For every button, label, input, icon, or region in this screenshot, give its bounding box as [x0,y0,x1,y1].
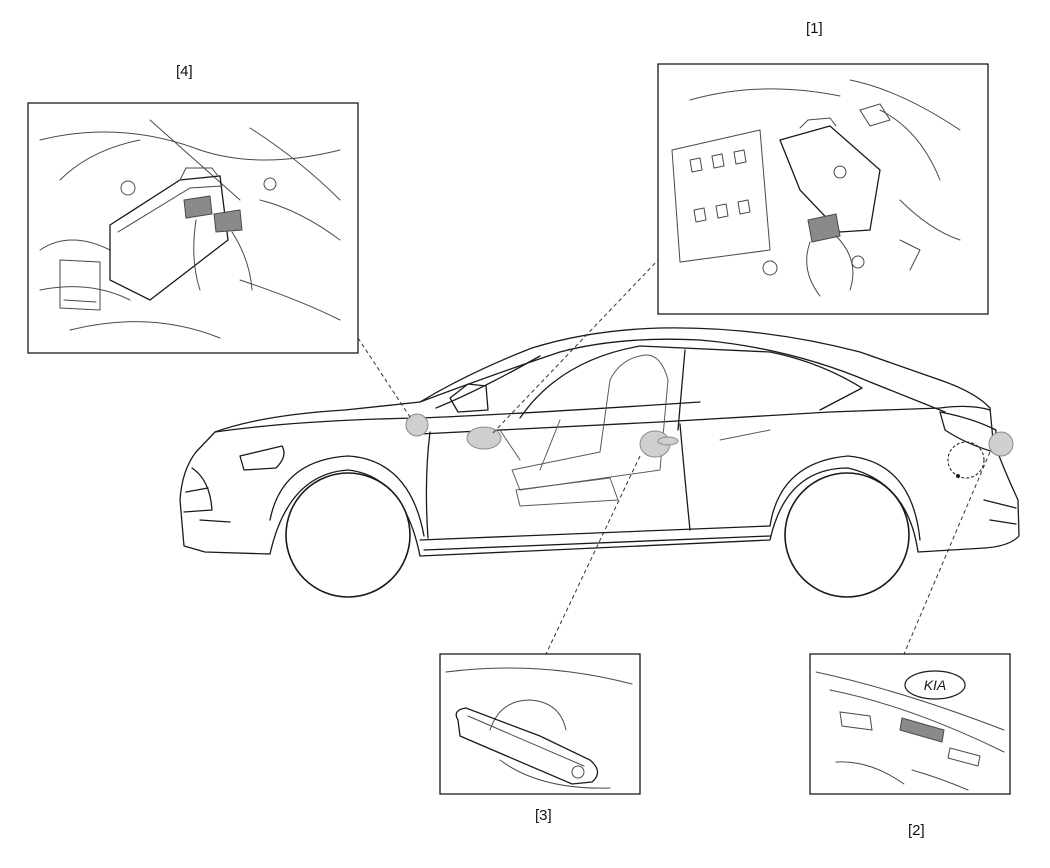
car-b-pillar [677,349,686,431]
marker-4 [405,413,429,437]
car-front-door-seam [425,431,431,539]
car-seat-base [515,477,619,507]
leader-1 [491,257,661,435]
detail-box-3-frame [439,653,641,795]
detail-box-1-frame [657,63,989,315]
leader-4 [357,337,413,421]
car-roof-line [419,338,946,413]
leader-2 [903,451,991,655]
car-rear-lamp [939,411,997,453]
car-headlamp [239,445,285,471]
car-shoulder-line [214,401,701,433]
leader-lines [357,257,991,655]
connector-bracket-sketch [671,79,961,297]
kia-emblem-oval [904,670,966,700]
front-wheel [285,472,411,598]
trunk-dot [956,474,960,478]
car-rear-bumper [983,499,1017,525]
callout-label-1: [1] [806,20,823,37]
car-rocker-lower [423,535,771,551]
rear-wheel [784,472,910,598]
detail-box-4-frame [27,102,359,354]
car-seat [511,354,669,491]
car-rocker-line [419,525,771,541]
callout-label-2: [2] [908,822,925,839]
car-window-frame [519,345,863,419]
detail-box-2: KIA [809,653,1011,795]
marker-1 [466,426,502,450]
car-rear-arch [769,455,921,541]
car-interior-line [499,419,771,471]
kia-emblem-text: KIA [924,677,947,693]
door-handle-sketch [445,667,633,789]
callout-label-4: [4] [176,63,193,80]
car-beltline [419,405,991,435]
detail-box-3 [439,653,641,795]
trunk-emblem-area [947,441,985,479]
car-side-mirror [449,383,489,413]
detail-box-4 [27,102,359,354]
marker-3-handle [657,436,679,446]
callout-label-3: [3] [535,807,552,824]
module-under-cowl-sketch [39,119,341,339]
car-front-bumper [183,467,231,523]
trunk-emblem-sketch [815,670,1005,791]
marker-2 [988,431,1014,457]
car-rear-door-seam [679,423,691,531]
car-front-arch [269,455,425,537]
leader-3 [545,455,641,655]
gray-dot-marker-icon [405,413,1014,458]
detail-box-1 [657,63,989,315]
car-wheels [285,472,910,598]
